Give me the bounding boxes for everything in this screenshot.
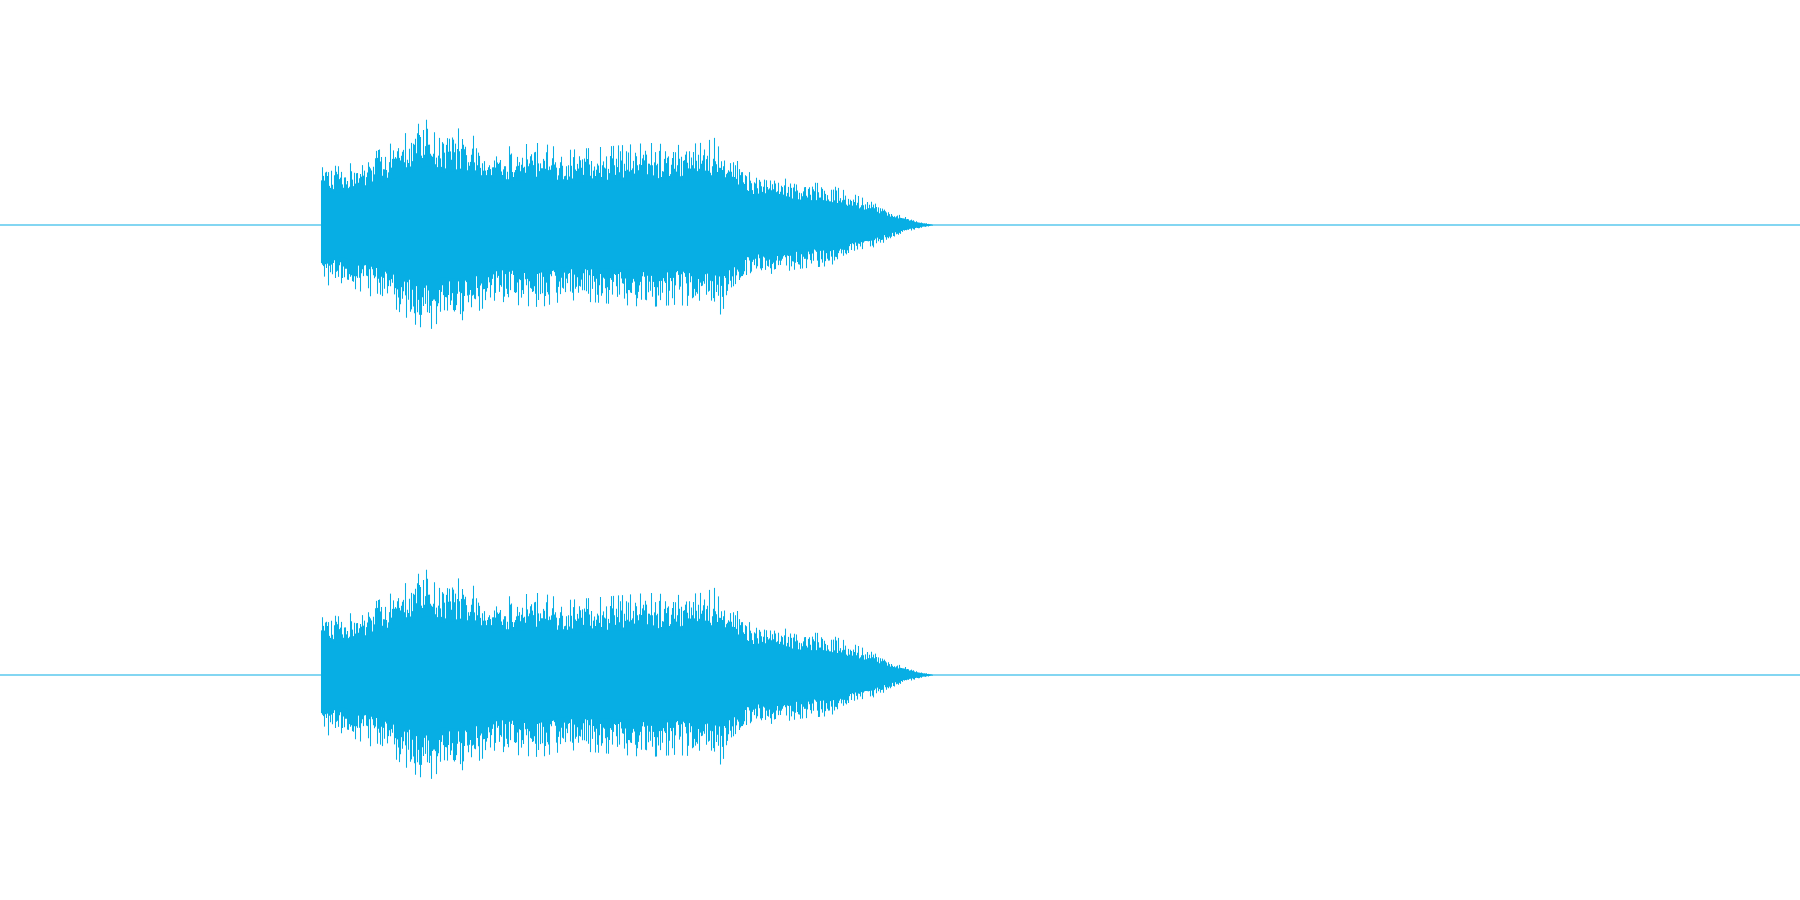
channel-1-core (321, 166, 935, 284)
channel-1-waveform (0, 119, 1800, 329)
waveform-channels (0, 119, 1800, 779)
channel-2-core (321, 616, 935, 734)
channel-2-waveform (0, 569, 1800, 779)
